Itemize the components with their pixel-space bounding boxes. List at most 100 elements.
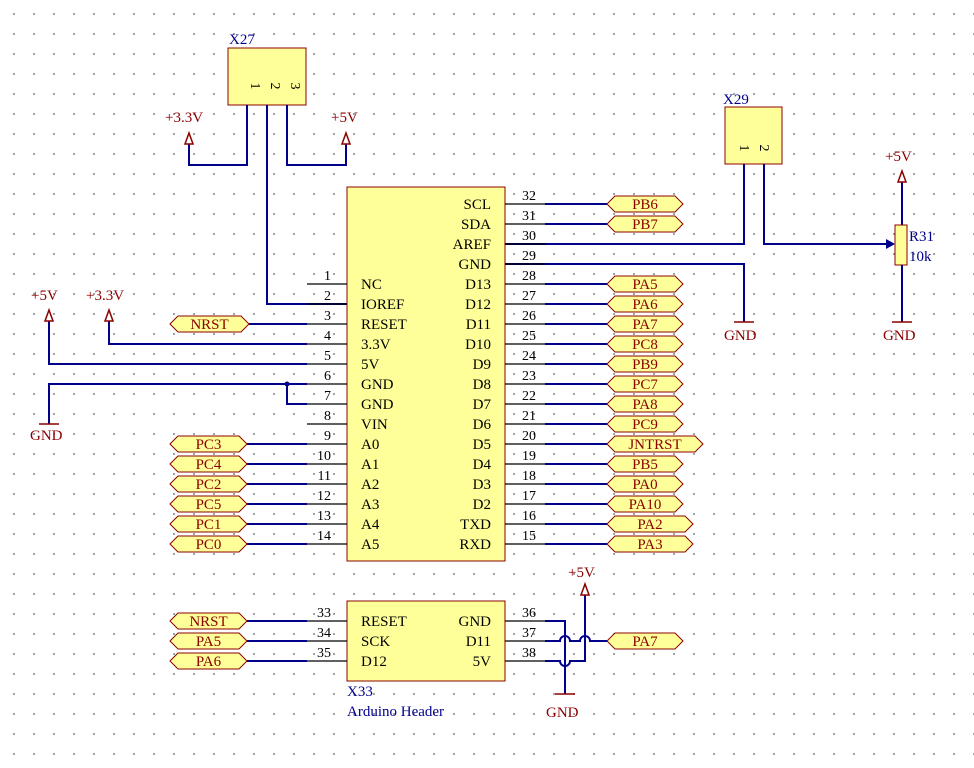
main-left-pin-1[interactable]: 1NC [307, 269, 382, 293]
pin-name: GND [459, 257, 492, 273]
x33-net-label-pa7[interactable]: PA7 [606, 632, 684, 650]
net-label-pc5[interactable]: PC5 [169, 495, 248, 513]
pin-name: D13 [465, 277, 491, 293]
net-label-pc1[interactable]: PC1 [169, 515, 248, 533]
pin-name: IOREF [361, 297, 404, 313]
main-left-pin-9[interactable]: 9A0 [307, 429, 379, 453]
pin-name: D2 [473, 497, 491, 513]
potentiometer-r31[interactable]: R31 10k [886, 182, 934, 322]
ground-left: GND [30, 423, 63, 444]
net-label-shape [606, 295, 684, 313]
net-label-text: NRST [190, 317, 228, 333]
pin-number: 26 [522, 309, 536, 324]
net-label-pc9[interactable]: PC9 [606, 415, 684, 433]
net-label-pb6[interactable]: PB6 [606, 195, 684, 213]
net-label-pa6[interactable]: PA6 [606, 295, 684, 313]
connector-x29[interactable]: X29 1 2 [723, 92, 783, 165]
net-label-pc7[interactable]: PC7 [606, 375, 684, 393]
net-label-text: PA2 [637, 517, 662, 533]
net-label-pc0[interactable]: PC0 [169, 535, 248, 553]
net-label-shape [606, 475, 684, 493]
x29-pin1-num: 1 [736, 145, 751, 152]
pin-number: 9 [324, 429, 331, 444]
net-label-pa0[interactable]: PA0 [606, 475, 684, 493]
net-label-pc3[interactable]: PC3 [169, 435, 248, 453]
connector-x27[interactable]: X27 1 2 3 [227, 32, 307, 106]
net-label-pc4[interactable]: PC4 [169, 455, 248, 473]
net-label-pc2[interactable]: PC2 [169, 475, 248, 493]
ground-right: GND [883, 321, 916, 344]
main-left-pin-5[interactable]: 55V [307, 349, 380, 373]
net-label-text: PB6 [632, 197, 658, 213]
ground-right-label: GND [883, 328, 916, 344]
net-label-text: PA10 [629, 497, 662, 513]
net-label-pa8[interactable]: PA8 [606, 395, 684, 413]
x33-net-label-pa5[interactable]: PA5 [169, 632, 248, 650]
power-3v3-left-label: +3.3V [86, 288, 124, 304]
net-label-pc8[interactable]: PC8 [606, 335, 684, 353]
power-3v3-left: +3.3V [86, 288, 124, 322]
net-label-pa3[interactable]: PA3 [606, 535, 694, 553]
net-label-pb5[interactable]: PB5 [606, 455, 684, 473]
power-5v-bottom: +5V [568, 565, 595, 596]
pin-number: 25 [522, 329, 536, 344]
net-label-pb7[interactable]: PB7 [606, 215, 684, 233]
x33-net-label-pa6[interactable]: PA6 [169, 652, 248, 670]
pin-number: 33 [317, 606, 331, 621]
pin-name: 3.3V [361, 337, 391, 353]
x33-net-label-nrst[interactable]: NRST [169, 612, 248, 630]
power-5v-top-label: +5V [331, 110, 358, 126]
net-label-nrst[interactable]: NRST [169, 315, 250, 333]
net-label-pa7[interactable]: PA7 [606, 315, 684, 333]
pin-number: 29 [522, 249, 536, 264]
pin-name: A2 [361, 477, 379, 493]
net-label-text: PA5 [632, 277, 657, 293]
net-label-pb9[interactable]: PB9 [606, 355, 684, 373]
net-label-jntrst[interactable]: JNTRST [606, 435, 704, 453]
net-label-shape [606, 335, 684, 353]
net-label-pa5[interactable]: PA5 [606, 275, 684, 293]
main-left-pin-4[interactable]: 43.3V [307, 329, 391, 353]
pin-name: AREF [453, 237, 491, 253]
net-label-pa10[interactable]: PA10 [606, 495, 684, 513]
power-3v3-top: +3.3V [165, 110, 203, 145]
pin-name: SDA [461, 217, 491, 233]
pin-name: NC [361, 277, 382, 293]
net-label-shape [606, 515, 694, 533]
net-label-pa2[interactable]: PA2 [606, 515, 694, 533]
